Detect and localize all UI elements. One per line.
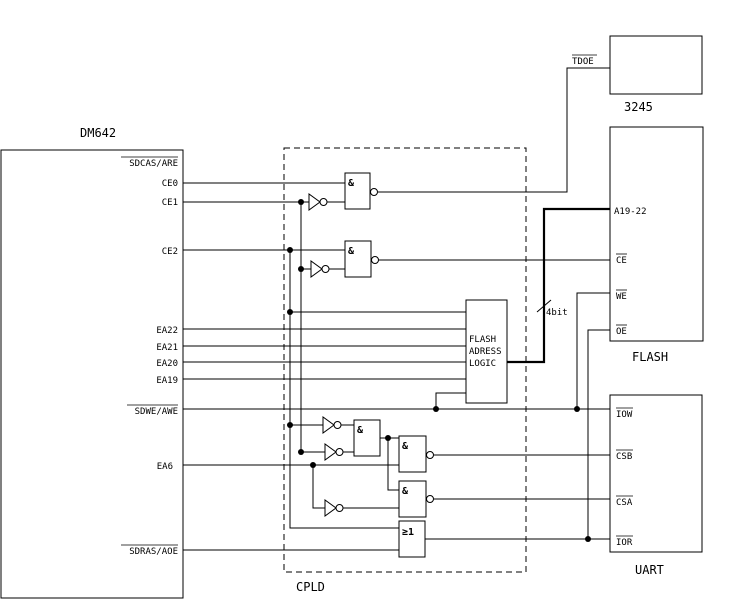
logic-label-line3: LOGIC bbox=[469, 359, 496, 369]
and-gate-csb bbox=[398, 435, 427, 473]
and-gate-flash-ce bbox=[344, 240, 372, 278]
cpld-boundary bbox=[283, 147, 527, 573]
junction-ce1-c bbox=[298, 449, 304, 455]
logic-label-line1: FLASH bbox=[469, 335, 496, 345]
and-gate-csb-bubble bbox=[426, 451, 434, 459]
and-gate-uart-enable-symbol: & bbox=[357, 425, 364, 436]
junction-ce2-c bbox=[287, 422, 293, 428]
or-gate-ior-symbol: ≥1 bbox=[402, 527, 414, 538]
junction-ce1 bbox=[298, 199, 304, 205]
wire-flash-we bbox=[576, 292, 610, 409]
pin-ce2: CE2 bbox=[162, 247, 178, 257]
wire-ce1-trunk bbox=[300, 202, 325, 453]
cpld-title: CPLD bbox=[296, 580, 325, 594]
pin-sdras-aoe: SDRAS/AOE bbox=[129, 547, 178, 557]
wire-ce2-trunk bbox=[289, 250, 323, 426]
junction-ior bbox=[585, 536, 591, 542]
and-gate-csb-symbol: & bbox=[402, 441, 409, 452]
inverter-ea6-bubble bbox=[335, 504, 344, 512]
junction-iow bbox=[574, 406, 580, 412]
and-gate-tdoe bbox=[344, 172, 371, 210]
pin-ior: IOR bbox=[616, 538, 633, 548]
pin-ea6: EA6 bbox=[157, 462, 173, 472]
pin-sdwe-awe: SDWE/AWE bbox=[135, 407, 178, 417]
inverter-ce1-b-bubble bbox=[321, 265, 330, 273]
uart-block bbox=[609, 394, 703, 553]
wire-and3-to-and5 bbox=[387, 438, 399, 491]
and-gate-csa-symbol: & bbox=[402, 486, 409, 497]
and-gate-uart-enable bbox=[353, 419, 381, 457]
pin-ce1: CE1 bbox=[162, 198, 178, 208]
junction-ce1-b bbox=[298, 266, 304, 272]
pin-csb: CSB bbox=[616, 452, 632, 462]
wire-ea6-branch bbox=[312, 465, 325, 509]
pin-sdcas-are: SDCAS/ARE bbox=[129, 159, 178, 169]
and-gate-csa bbox=[398, 480, 427, 518]
inverter-ce1-c-bubble bbox=[335, 448, 344, 456]
buffer-3245-block bbox=[609, 35, 703, 95]
pin-ea20: EA20 bbox=[156, 359, 178, 369]
and-gate-flash-ce-bubble bbox=[371, 256, 379, 264]
buffer-3245-title: 3245 bbox=[624, 100, 653, 114]
wire-flash-oe bbox=[587, 329, 610, 539]
pin-ea22: EA22 bbox=[156, 326, 178, 336]
inverter-ce2-bubble bbox=[333, 421, 342, 429]
wire-awe-to-logic bbox=[435, 392, 466, 409]
and-gate-tdoe-bubble bbox=[370, 188, 378, 196]
uart-title: UART bbox=[635, 563, 664, 577]
pin-csa: CSA bbox=[616, 498, 633, 508]
flash-address-logic-block bbox=[465, 299, 508, 404]
pin-iow: IOW bbox=[616, 410, 633, 420]
bus-slash bbox=[536, 299, 552, 313]
junction-ea6 bbox=[310, 462, 316, 468]
junction-awe bbox=[433, 406, 439, 412]
inverter-ce1-bubble bbox=[319, 198, 328, 206]
bus-a19-22 bbox=[507, 207, 610, 364]
and-gate-flash-ce-symbol: & bbox=[348, 246, 355, 257]
junction-ce2 bbox=[287, 247, 293, 253]
or-gate-ior bbox=[398, 520, 426, 558]
junction-ce2-b bbox=[287, 309, 293, 315]
pin-tdoe: TDOE bbox=[572, 57, 594, 67]
bus-width-label: 4bit bbox=[546, 308, 568, 318]
dm642-block bbox=[0, 149, 184, 599]
pin-ea21: EA21 bbox=[156, 343, 178, 353]
junction-and3 bbox=[385, 435, 391, 441]
and-gate-tdoe-symbol: & bbox=[348, 178, 355, 189]
inverter-ce2 bbox=[322, 416, 335, 434]
pin-ce0: CE0 bbox=[162, 179, 178, 189]
dm642-title: DM642 bbox=[80, 126, 116, 140]
inverter-ce1-b bbox=[310, 260, 323, 278]
and-gate-csa-bubble bbox=[426, 495, 434, 503]
wire-ce2-to-or bbox=[289, 425, 399, 529]
pin-ea19: EA19 bbox=[156, 376, 178, 386]
inverter-ea6 bbox=[324, 499, 337, 517]
logic-label-line2: ADRESS bbox=[469, 347, 502, 357]
pin-flash-oe: OE bbox=[616, 327, 627, 337]
flash-block bbox=[609, 126, 704, 342]
inverter-ce1 bbox=[308, 193, 321, 211]
pin-a19-22: A19-22 bbox=[614, 207, 647, 217]
wire-tdoe bbox=[378, 67, 610, 193]
pin-flash-ce: CE bbox=[616, 256, 627, 266]
flash-title: FLASH bbox=[632, 350, 668, 364]
pin-flash-we: WE bbox=[616, 292, 627, 302]
inverter-ce1-c bbox=[324, 443, 337, 461]
